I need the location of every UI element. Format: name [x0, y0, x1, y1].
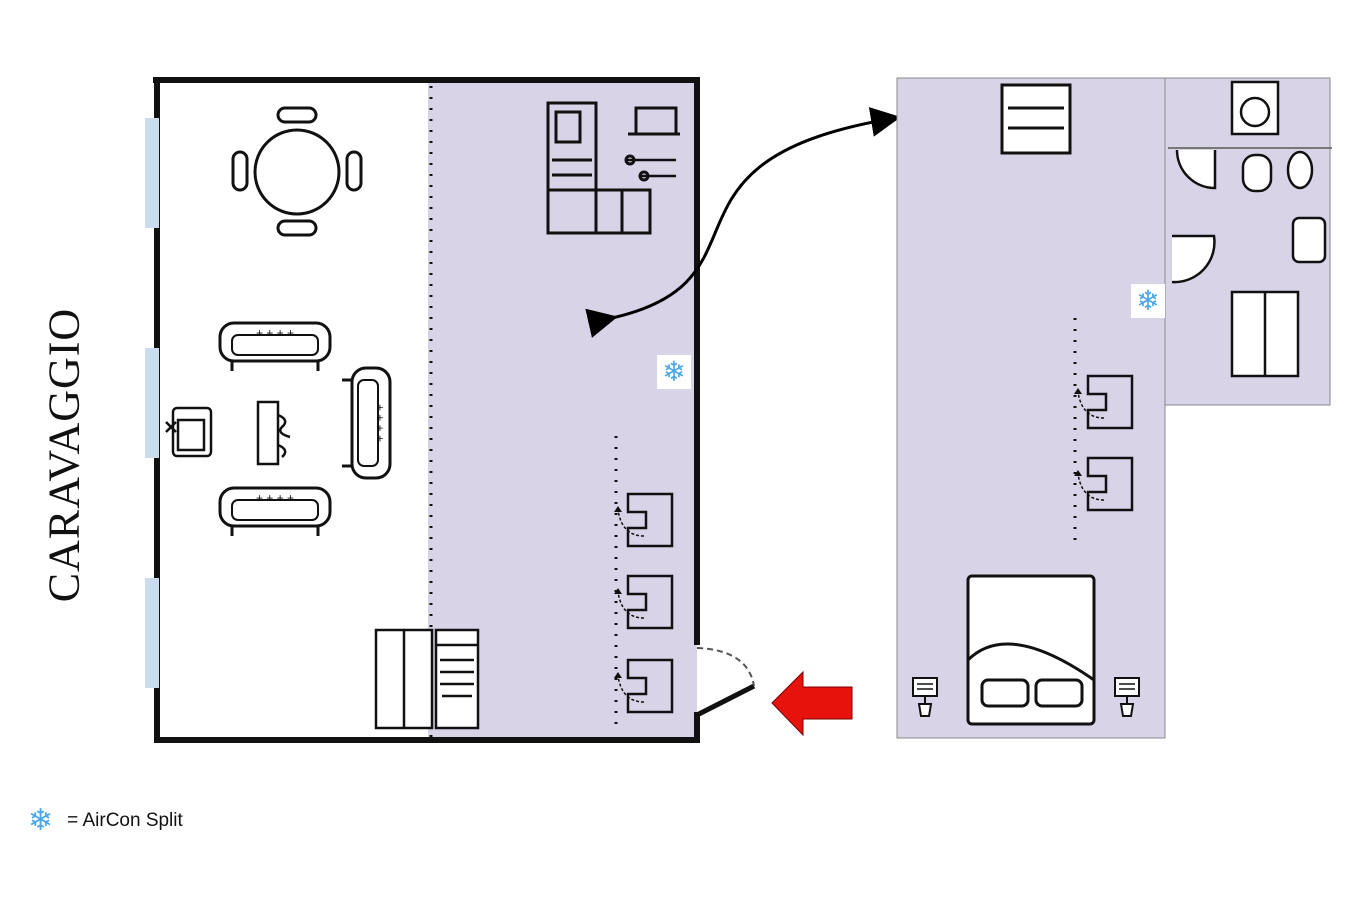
- dresser-icon: [1000, 83, 1072, 155]
- washing-machine-icon: [1230, 80, 1280, 136]
- aircon-snowflake-icon: ❄: [657, 355, 691, 389]
- windows: [145, 118, 159, 688]
- sofa-icon: [218, 486, 332, 538]
- coffee-table-icon: [256, 400, 291, 466]
- entrance-arrow-icon: [771, 670, 853, 737]
- entrance-door: [695, 647, 756, 718]
- dining-table-icon: [231, 106, 363, 237]
- connection-arrow: [585, 107, 901, 338]
- legend: ❄ = AirCon Split: [28, 806, 183, 836]
- legend-label: = AirCon Split: [67, 810, 183, 831]
- bed-icon: [966, 574, 1096, 726]
- sofa-icon: [340, 366, 392, 480]
- snowflake-icon: ❄: [28, 804, 54, 837]
- tv-icon: [165, 406, 213, 458]
- bathroom-fixtures-icon: [1171, 149, 1327, 378]
- sofa-icon: [218, 321, 332, 373]
- aircon-snowflake-icon: ❄: [1131, 284, 1165, 318]
- wardrobe-icon: [374, 628, 480, 730]
